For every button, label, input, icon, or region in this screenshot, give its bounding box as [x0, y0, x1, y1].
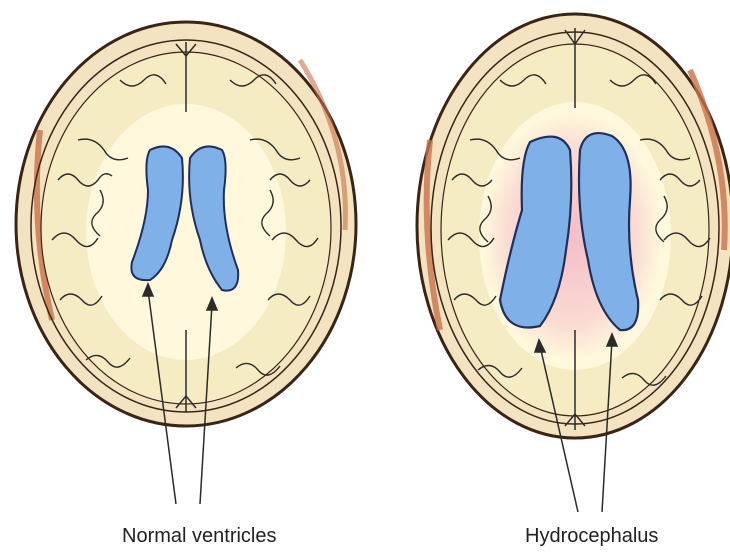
normal-white-matter — [86, 104, 286, 360]
normal-brain — [16, 22, 356, 504]
hydrocephalus-label: Hydrocephalus — [525, 525, 658, 548]
normal-ventricles-label: Normal ventricles — [122, 525, 276, 548]
hydrocephalus-brain — [417, 14, 730, 512]
